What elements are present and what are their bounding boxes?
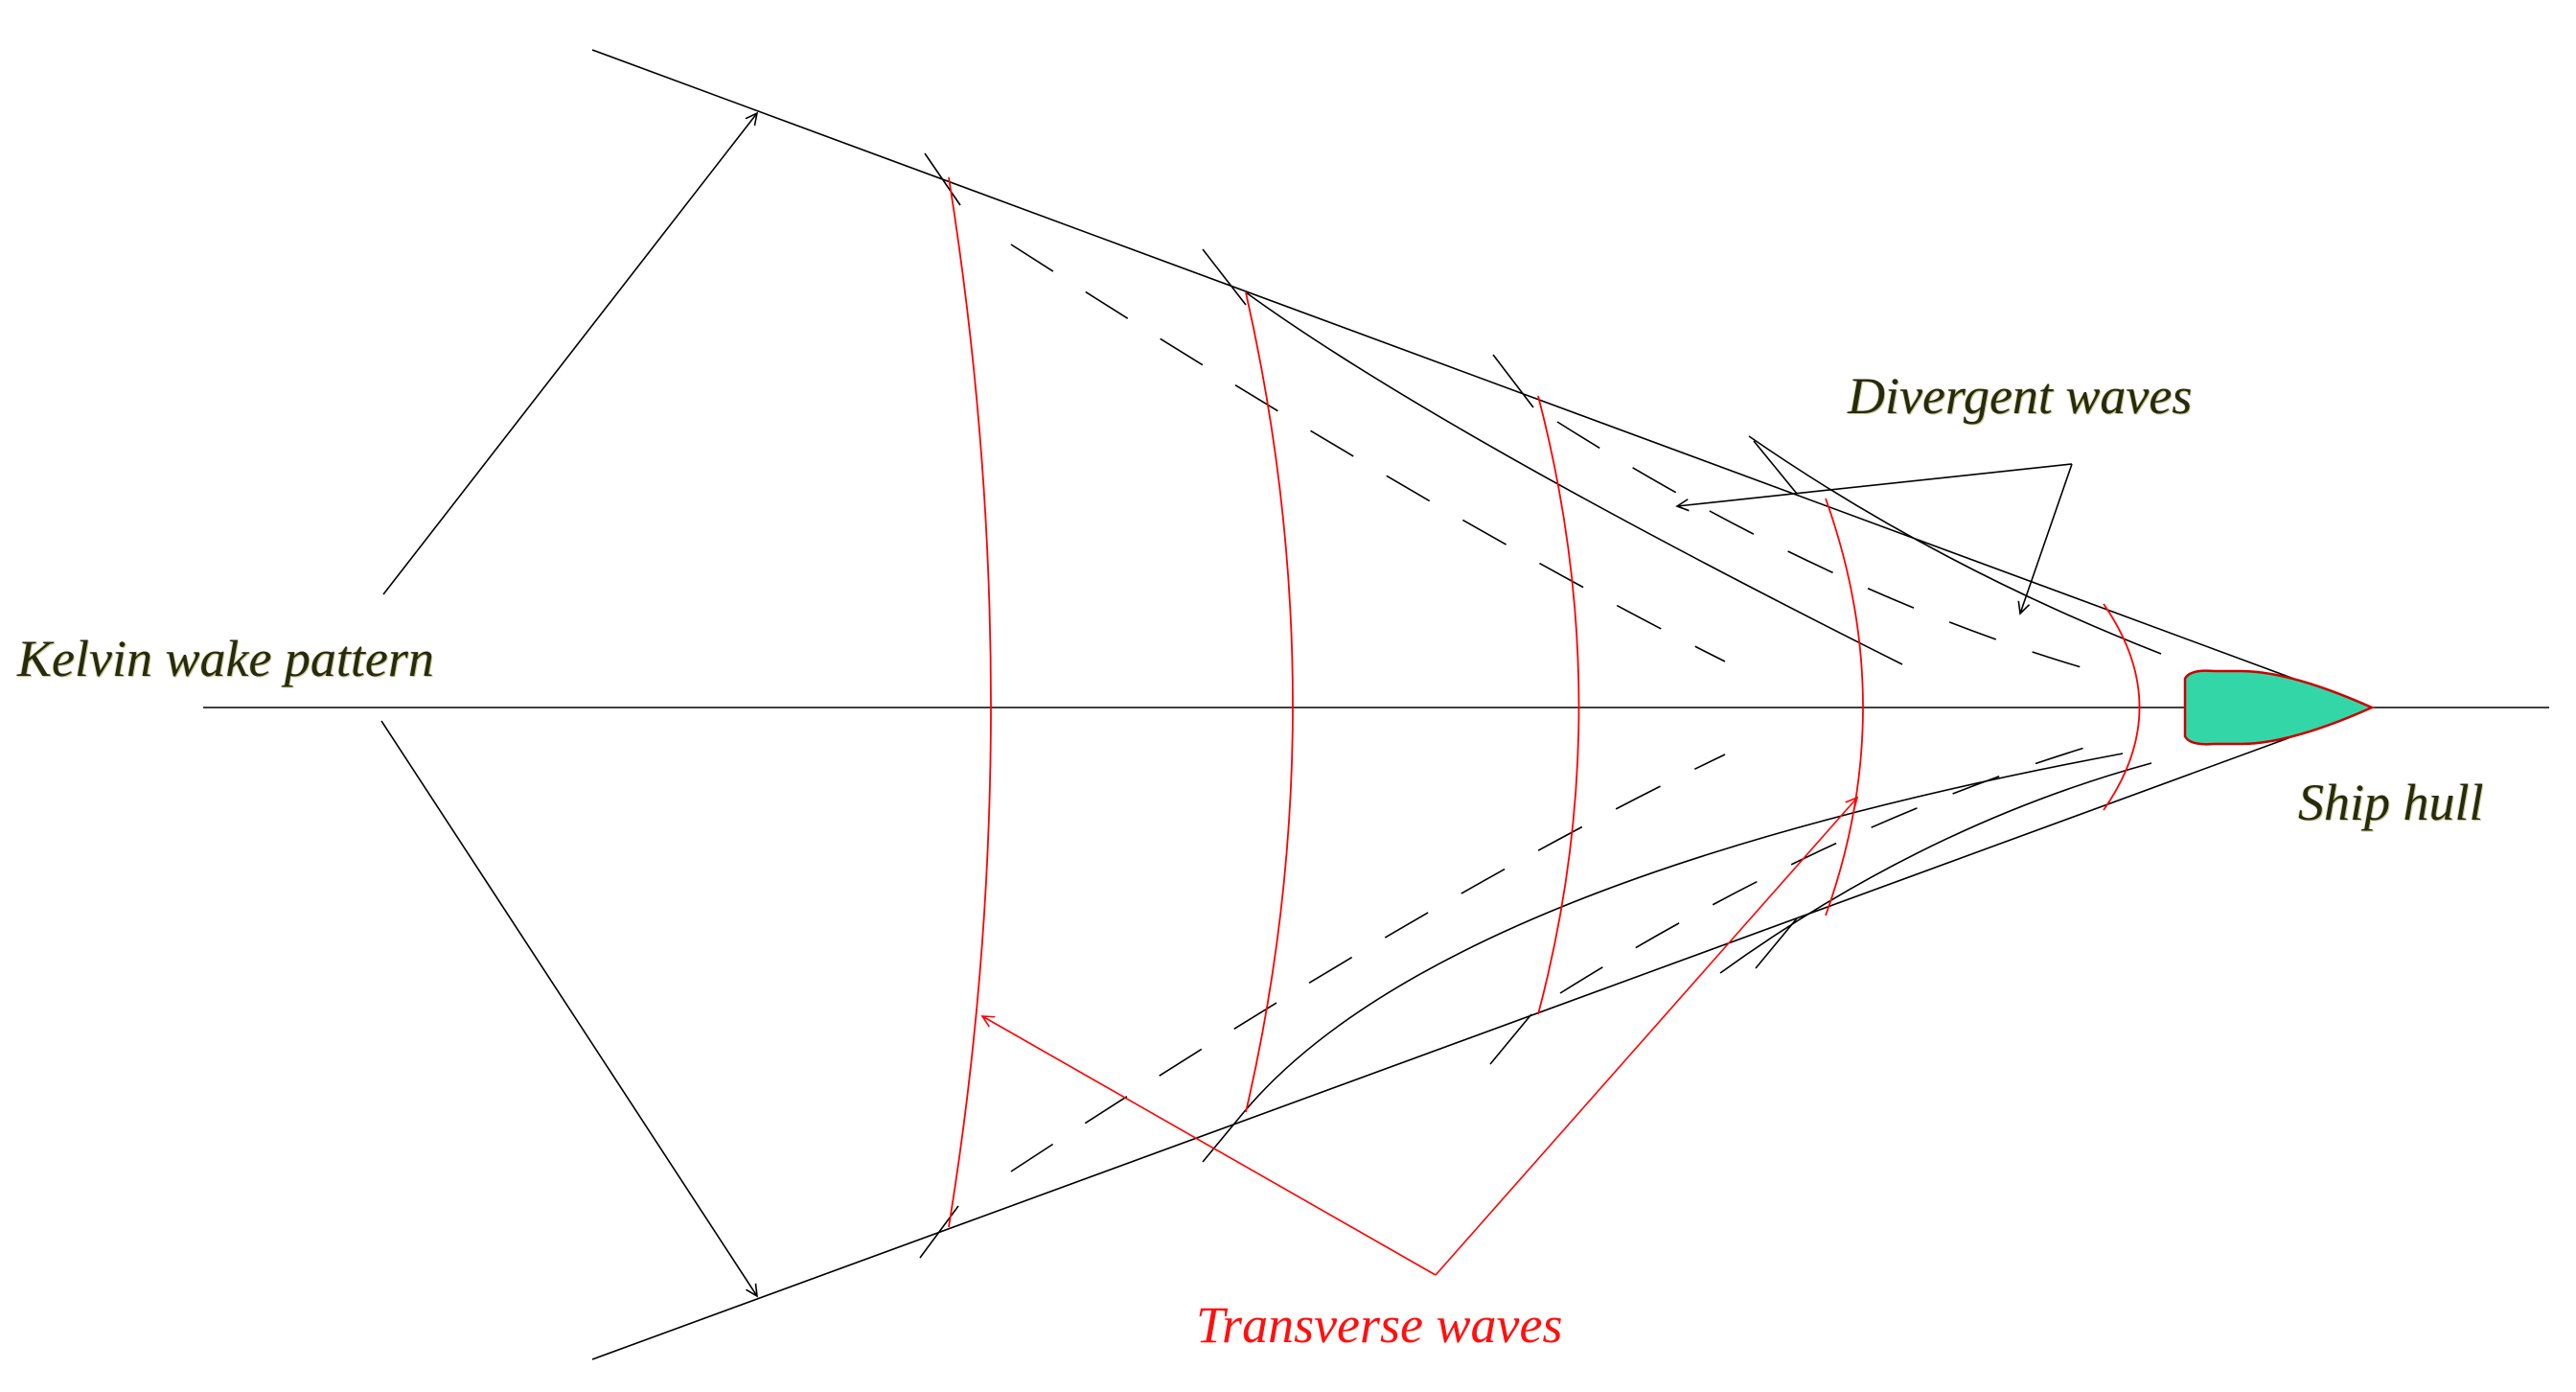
transverse-wave-1 [948,176,992,1228]
upper-wake-boundary [591,49,2373,708]
transverse-waves-arrows [982,798,1857,1276]
divergent-wave-lower-1 [1243,753,2124,1113]
transverse-wave-5 [2103,603,2141,811]
divergent-wave-lower-2 [1719,762,2152,974]
divergent-waves-label: Divergent waves [1848,367,2193,425]
transverse-wave-4 [1825,498,1864,916]
transverse-waves-label: Transverse waves [1196,1296,1563,1354]
divergent-wave-upper-2 [1748,435,2162,655]
divergent-waves-arrows [1677,463,2073,614]
ship-hull-label: Ship hull [2298,774,2484,831]
transverse-wave-2 [1245,291,1294,1113]
kelvin-pattern-arrows [380,113,757,1296]
ship-hull-shape [2183,669,2376,746]
transverse-wave-crests [948,176,2141,1228]
boundary-ticks [919,152,1798,1259]
dashed-divergent-lines [1010,244,2095,1172]
divergent-wave-upper-1 [1245,291,1903,665]
lower-wake-boundary [591,707,2373,1360]
kelvin-wake-pattern-label: Kelvin wake pattern [17,630,434,687]
transverse-wave-3 [1537,395,1580,1015]
